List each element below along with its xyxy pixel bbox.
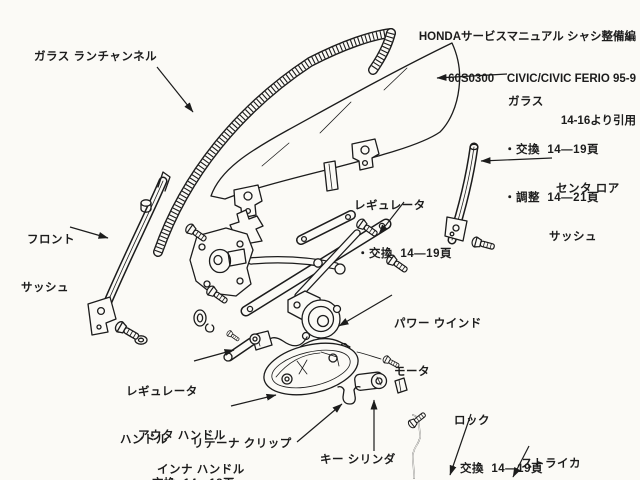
label-regulator-handle-line2: ハンドル: [120, 434, 168, 446]
outer-handle-drawing: [263, 337, 382, 396]
label-power-window-motor-line2: モータ: [394, 366, 430, 378]
label-glass: ガラス ・交換 14—19頁 ・調整 14—21頁: [504, 62, 599, 238]
label-lock: ロック ・交換 14—19頁: [448, 381, 543, 480]
header-line-3: 14-16より引用: [560, 115, 636, 127]
power-window-motor-drawing: [245, 290, 342, 351]
retainer-clip-drawing: [337, 385, 361, 405]
glass-run-channel-drawing: [153, 28, 396, 257]
label-outer-handle: アウタ ハンドル ・交換 14—18頁: [138, 396, 235, 480]
label-center-lower-sash-line2: サッシュ: [549, 231, 597, 243]
label-lock-title: ロック: [454, 415, 490, 427]
header-line-2: 60S0300 CIVIC/CIVIC FERIO 95-9: [448, 73, 636, 85]
label-key-cylinder: キー シリンダ: [320, 454, 396, 466]
label-inner-handle: インナ ハンドル: [157, 464, 245, 476]
leader-arrows: [69, 66, 553, 478]
label-striker: ストライカ ・調整 14—24頁: [521, 424, 621, 480]
lock-rod-drawing: [412, 414, 421, 479]
glass-bracket-rear: [351, 138, 380, 171]
front-sash-drawing: [87, 171, 171, 336]
label-power-window-motor-line1: パワー ウインド: [394, 318, 482, 330]
label-glass-title: ガラス: [508, 96, 544, 108]
label-center-lower-sash: センタ ロア サッシュ: [549, 149, 620, 277]
page-header: HONDAサービスマニュアル シャシ整備編 60S0300 CIVIC/CIVI…: [419, 2, 636, 156]
label-regulator-handle: レギュレータ ハンドル: [120, 352, 198, 480]
label-front-sash: フロント サッシュ: [21, 200, 75, 328]
label-striker-title: ストライカ: [521, 458, 581, 470]
key-cylinder-drawing: [354, 371, 408, 394]
label-power-window-motor: パワー ウインド モータ: [394, 284, 482, 412]
label-regulator-note1: ・交換 14—19頁: [357, 248, 452, 260]
label-glass-run-channel: ガラス ランチャンネル: [34, 51, 158, 63]
label-center-lower-sash-line1: センタ ロア: [556, 183, 620, 195]
label-retainer-clip: リテーナ クリップ: [192, 438, 292, 450]
label-glass-note2: ・調整 14—21頁: [504, 192, 599, 204]
label-outer-handle-note1: ・交換 14—18頁: [138, 476, 235, 480]
label-regulator: レギュレータ ・交換 14—19頁: [354, 166, 452, 294]
regulator-drawing: [189, 209, 392, 317]
label-regulator-handle-line1: レギュレータ: [126, 386, 198, 398]
label-front-sash-line1: フロント: [27, 234, 75, 246]
label-outer-handle-title: アウタ ハンドル: [138, 430, 226, 442]
label-regulator-title: レギュレータ: [354, 200, 426, 212]
label-lock-note1: ・交換 14—19頁: [448, 463, 543, 475]
glass-spacer: [323, 160, 339, 192]
label-front-sash-line2: サッシュ: [21, 282, 69, 294]
label-glass-note1: ・交換 14—19頁: [504, 144, 599, 156]
flanged-nut: [140, 199, 152, 213]
fasteners: [113, 199, 497, 430]
center-lower-sash-drawing: [444, 142, 479, 245]
header-line-1: HONDAサービスマニュアル シャシ整備編: [418, 31, 636, 43]
glass-drawing: [210, 42, 461, 219]
